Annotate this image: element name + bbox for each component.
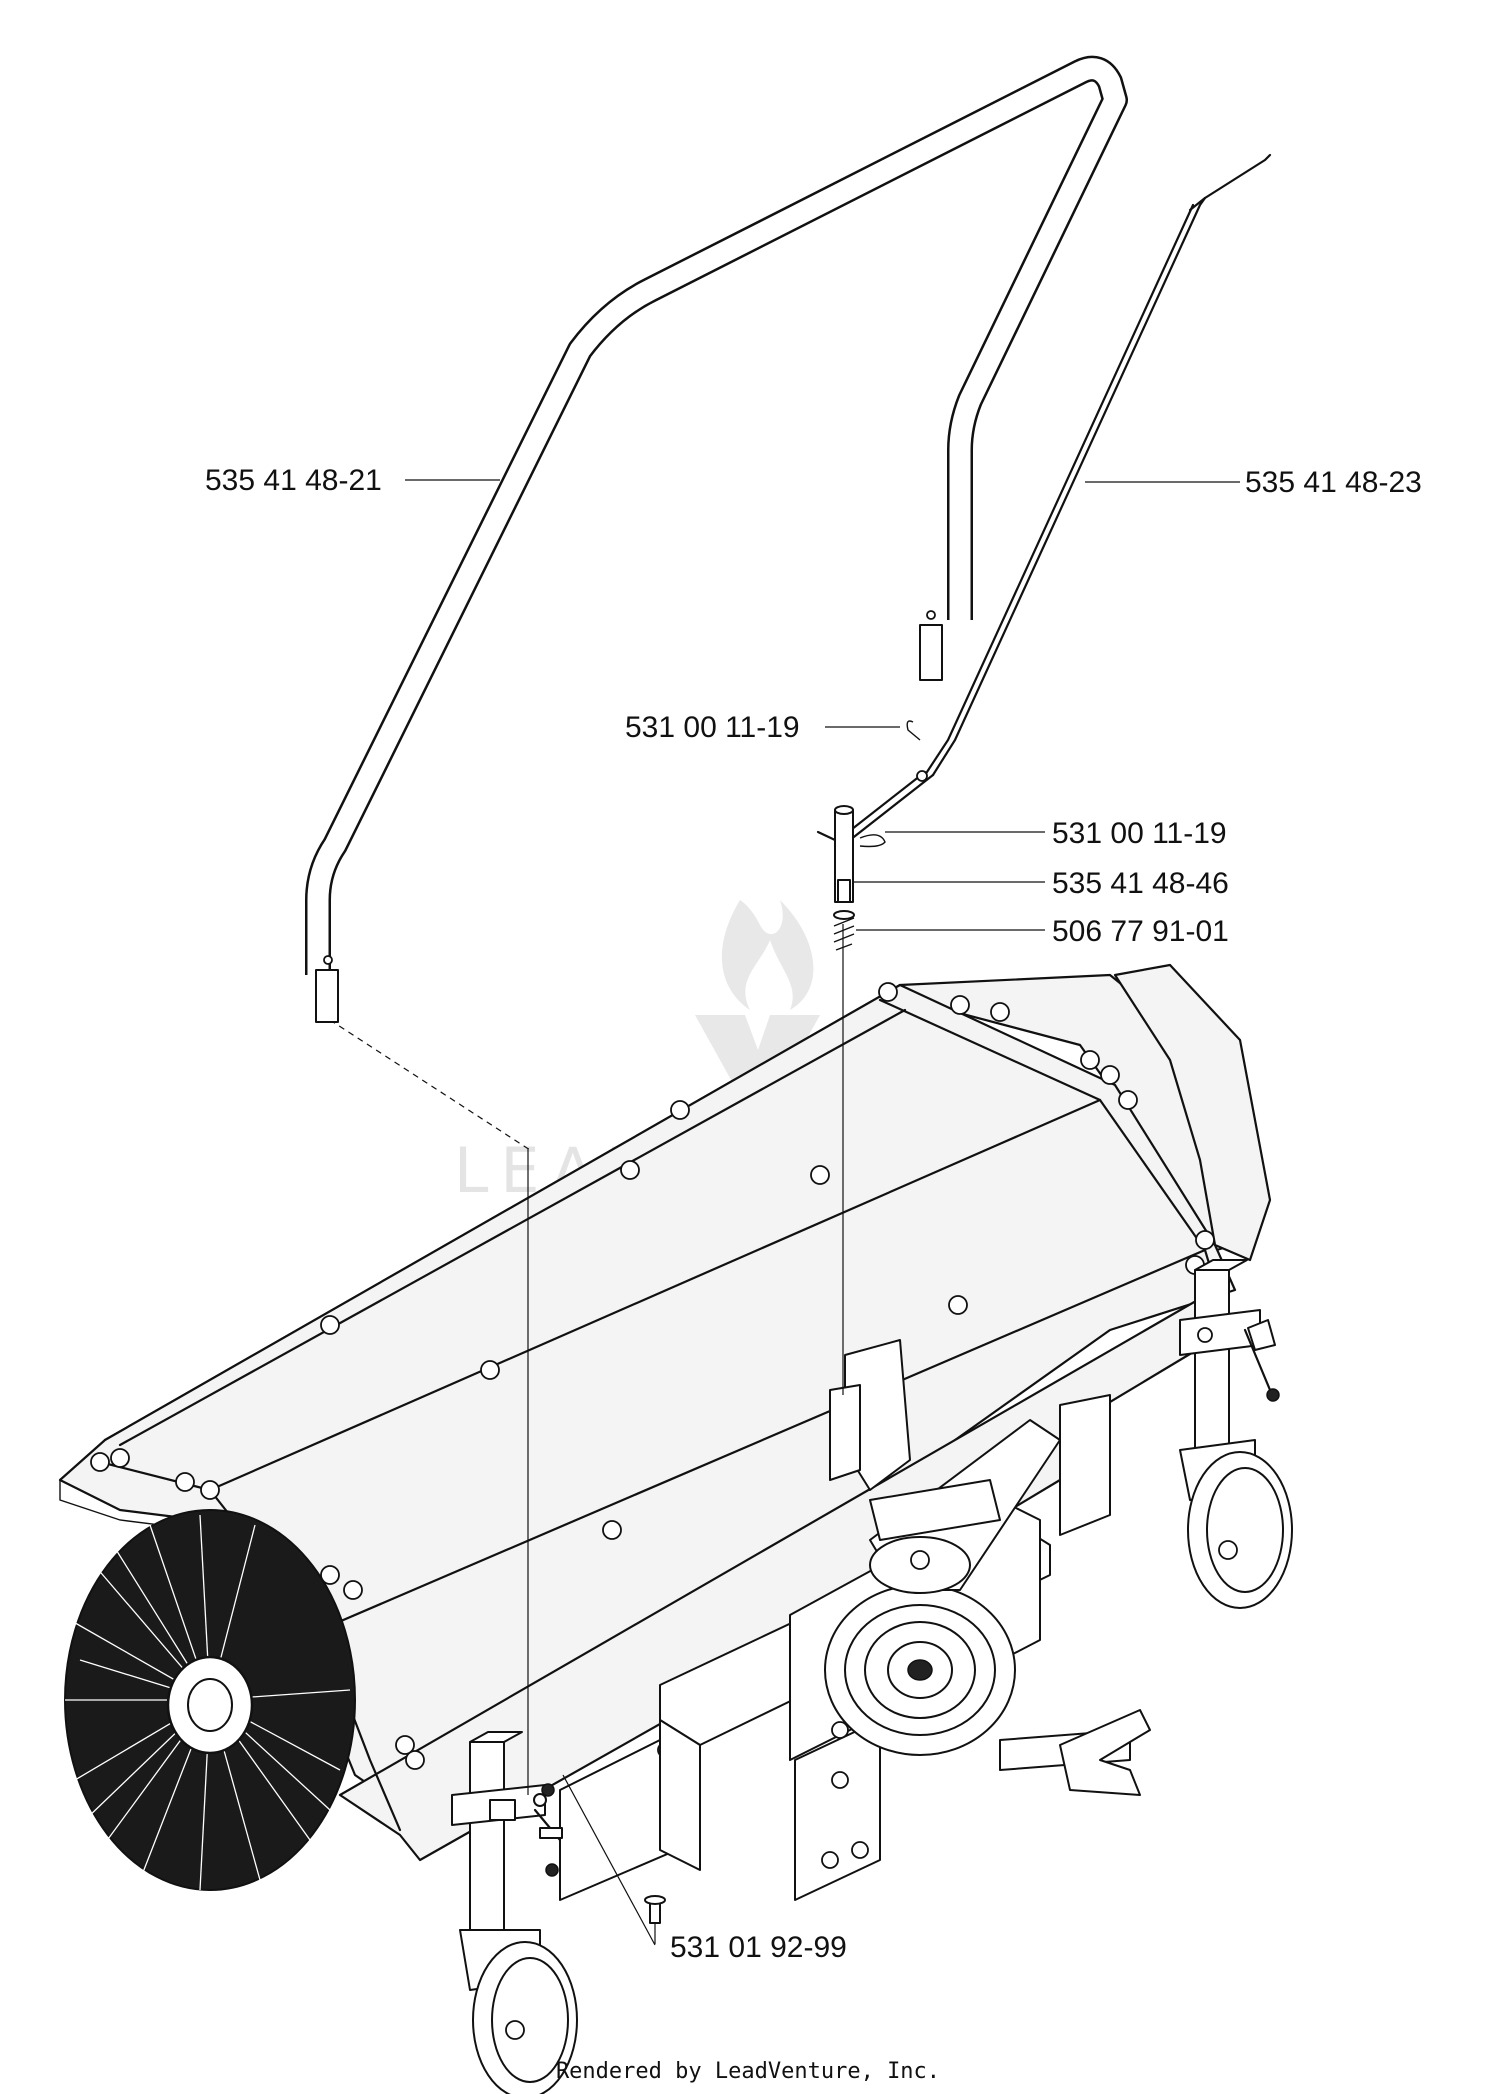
pin-assembly — [816, 720, 928, 951]
part-number-label: 535 41 48-21 — [205, 464, 382, 497]
handle-dashed-line — [329, 1019, 531, 1151]
control-rod — [845, 153, 1272, 842]
callout-clip-lower: 531 00 11-19 — [885, 817, 1227, 850]
callout-rod: 535 41 48-23 — [1085, 466, 1422, 499]
part-number-label: 535 41 48-23 — [1245, 466, 1422, 499]
bolt-part — [562, 1774, 666, 1946]
housing-bolts — [90, 982, 1215, 1770]
part-number-label: 531 00 11-19 — [625, 711, 800, 744]
part-number-label: 506 77 91-01 — [1052, 915, 1229, 948]
flame-logo-icon — [721, 900, 814, 1010]
callout-pin: 535 41 48-46 — [853, 867, 1229, 900]
callout-spring: 506 77 91-01 — [856, 915, 1229, 948]
callout-clip-upper: 531 00 11-19 — [625, 711, 900, 744]
callout-handle: 535 41 48-21 — [205, 464, 500, 497]
part-number-label: 531 01 92-99 — [670, 1931, 847, 1964]
callout-bolt: 531 01 92-99 — [670, 1931, 847, 1964]
part-number-label: 531 00 11-19 — [1052, 817, 1227, 850]
handle-tube — [305, 55, 1128, 1023]
caster-left — [451, 1731, 578, 2094]
gearbox-assembly — [659, 1339, 1151, 1901]
brush-roll — [64, 1509, 356, 1891]
footer-credit: Rendered by LeadVenture, Inc. — [556, 2059, 940, 2084]
part-number-label: 535 41 48-46 — [1052, 867, 1229, 900]
v-logo-icon — [695, 1015, 820, 1105]
caster-right — [1179, 1259, 1293, 1609]
